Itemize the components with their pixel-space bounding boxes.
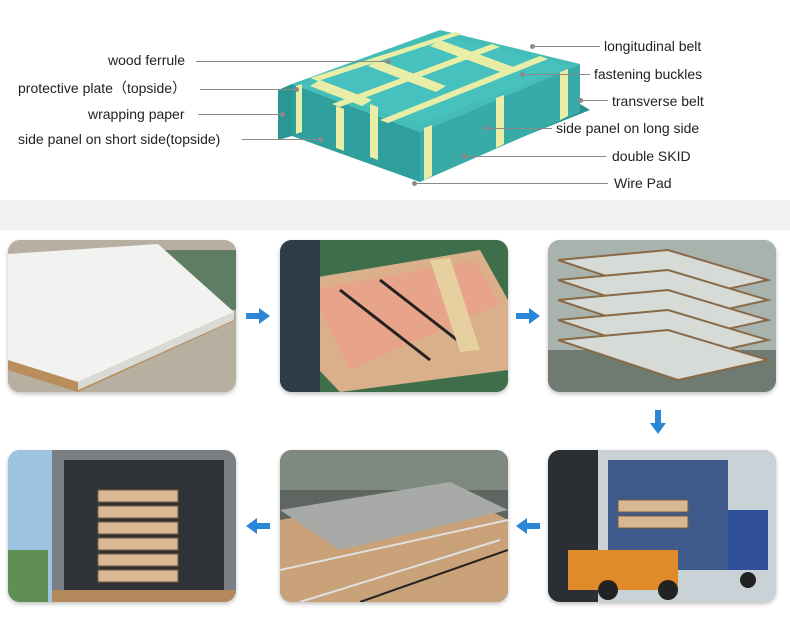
arrow-right-2 <box>516 308 540 324</box>
package-illustration <box>278 30 590 182</box>
label-longitudinal-belt: longitudinal belt <box>604 38 702 54</box>
leader-protective-plate <box>200 89 296 90</box>
photo-container-full <box>8 450 236 602</box>
label-fastening-buckles: fastening buckles <box>594 66 703 82</box>
photo-warehouse-stack <box>548 240 776 392</box>
package-diagram-section: wood ferrule protective plate（topside） w… <box>0 0 790 200</box>
label-transverse-belt: transverse belt <box>612 93 704 109</box>
photo-wrapping <box>280 240 508 392</box>
leader-wood-ferrule <box>196 61 388 62</box>
transverse-belt-2 <box>368 60 446 92</box>
truck-image <box>548 450 776 602</box>
container-image <box>280 450 508 602</box>
package-long-side <box>292 84 420 182</box>
section-divider <box>0 200 790 230</box>
dot-wrapping-paper <box>280 112 285 117</box>
side-belt-1 <box>336 106 344 151</box>
dot-protective-plate <box>294 87 299 92</box>
warehouse-image <box>548 240 776 392</box>
steel-sheet-image <box>8 240 236 392</box>
dot-transverse-belt <box>578 98 583 103</box>
dot-side-panel-long <box>484 126 489 131</box>
dot-double-skid <box>462 154 467 159</box>
leader-transverse-belt <box>582 100 608 101</box>
dot-wood-ferrule <box>386 59 391 64</box>
photo-truck-loading <box>548 450 776 602</box>
dot-wire-pad <box>412 181 417 186</box>
leader-double-skid <box>466 156 606 157</box>
arrow-down-1 <box>650 410 666 434</box>
leader-wrapping-paper <box>198 114 282 115</box>
label-wrapping-paper: wrapping paper <box>88 106 185 122</box>
label-wire-pad: Wire Pad <box>614 175 672 191</box>
label-protective-plate: protective plate（topside） <box>18 80 187 96</box>
leader-side-panel-short <box>242 139 320 140</box>
container-full-image <box>8 450 236 602</box>
leader-wire-pad <box>416 183 608 184</box>
longitudinal-belt-1 <box>310 32 462 81</box>
arrow-left-1 <box>246 518 270 534</box>
arrow-right-1 <box>246 308 270 324</box>
wrapping-image <box>280 240 508 392</box>
label-wood-ferrule: wood ferrule <box>108 52 186 68</box>
photo-container-loading <box>280 450 508 602</box>
dot-side-panel-short <box>318 137 323 142</box>
arrow-left-2 <box>516 518 540 534</box>
dot-fastening-buckles <box>520 72 525 77</box>
package-left-end <box>278 84 292 140</box>
leader-fastening-buckles <box>524 74 590 75</box>
label-double-skid: double SKID <box>612 148 691 164</box>
dot-longitudinal-belt <box>530 44 535 49</box>
leader-side-panel-long <box>488 128 552 129</box>
leader-longitudinal-belt <box>534 46 600 47</box>
transverse-belt-3 <box>430 40 516 74</box>
label-side-panel-short: side panel on short side(topside) <box>18 131 221 147</box>
transverse-belt-1 <box>310 80 372 106</box>
photo-bare-sheet <box>8 240 236 392</box>
label-side-panel-long: side panel on long side <box>556 120 700 136</box>
